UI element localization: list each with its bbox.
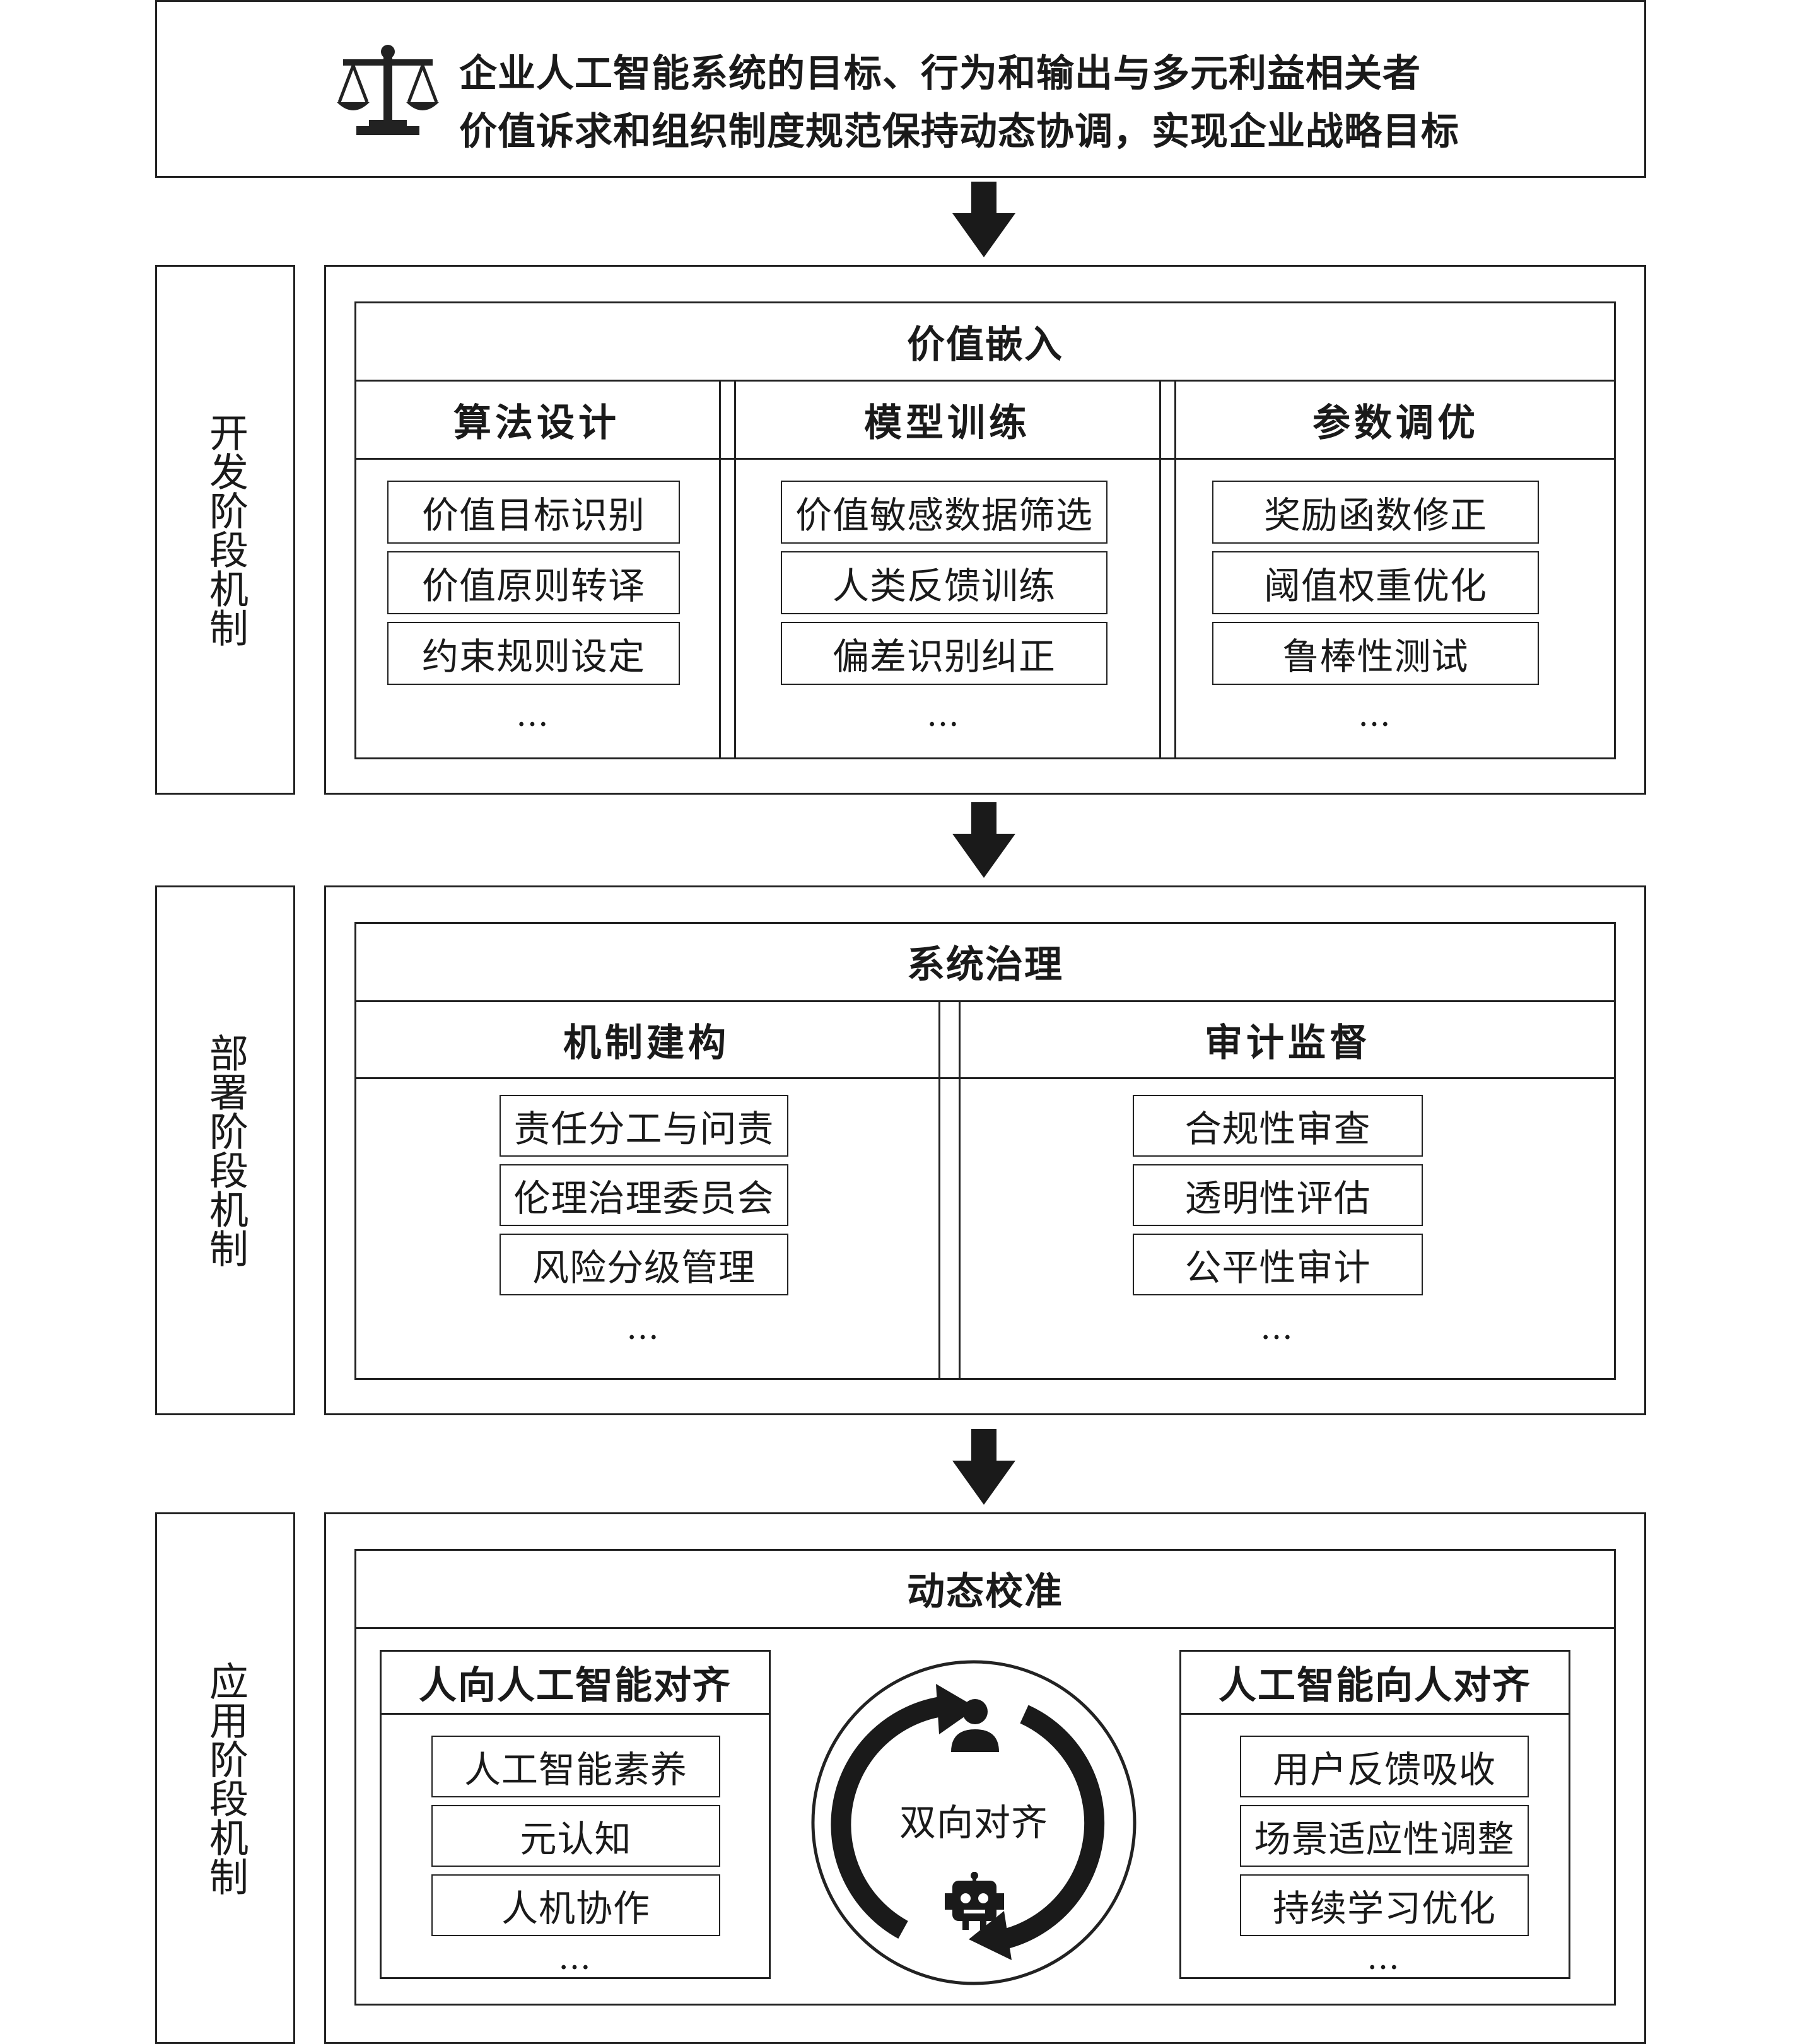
dev-col-3-item-2: 阈值权重优化 xyxy=(1212,551,1539,614)
deploy-col-title-2: 审计监督 xyxy=(1205,1020,1371,1065)
dev-col-title-3: 参数调优 xyxy=(1312,400,1479,445)
deploy-col-2-item-3: 公平性审计 xyxy=(1133,1234,1423,1295)
deploy-col-1-ellipsis: … xyxy=(626,1309,662,1347)
deploy-col-1-item-2: 伦理治理委员会 xyxy=(500,1164,788,1226)
deploy-col-1-item-1: 责任分工与问责 xyxy=(500,1095,788,1157)
dev-col-2-item-1: 价值敏感数据筛选 xyxy=(781,481,1107,544)
person-icon xyxy=(949,1698,1002,1753)
robot-icon xyxy=(944,1872,1005,1930)
arrow-down-icon xyxy=(952,802,1015,878)
app-left-item-2: 元认知 xyxy=(431,1805,720,1867)
goal-line-2: 价值诉求和组织制度规范保持动态协调，实现企业战略目标 xyxy=(459,110,1459,154)
app-right-ellipsis: … xyxy=(1367,1939,1402,1977)
app-left-item-3: 人机协作 xyxy=(431,1874,720,1936)
deploy-col-2-ellipsis: … xyxy=(1260,1309,1295,1347)
dev-title: 价值嵌入 xyxy=(907,322,1063,367)
dev-col-title-1: 算法设计 xyxy=(453,400,620,445)
app-left-ellipsis: … xyxy=(558,1939,593,1977)
app-left-item-1: 人工智能素养 xyxy=(431,1736,720,1797)
dev-col-2-item-3: 偏差识别纠正 xyxy=(781,622,1107,685)
scales-icon xyxy=(334,44,441,145)
deploy-col-2-item-1: 合规性审查 xyxy=(1133,1095,1423,1157)
app-right-item-1: 用户反馈吸收 xyxy=(1240,1736,1529,1797)
bidirectional-cycle-icon xyxy=(810,1659,1138,1987)
center-label: 双向对齐 xyxy=(899,1801,1048,1844)
app-right-title: 人工智能向人对齐 xyxy=(1219,1663,1531,1708)
dev-col-3-item-3: 鲁棒性测试 xyxy=(1212,622,1539,685)
app-left-title: 人向人工智能对齐 xyxy=(419,1663,732,1708)
dev-col-1-ellipsis: … xyxy=(516,696,551,734)
app-title: 动态校准 xyxy=(907,1569,1063,1614)
deploy-col-1-item-3: 风险分级管理 xyxy=(500,1234,788,1295)
dev-col-2-ellipsis: … xyxy=(926,696,962,734)
arrow-down-icon xyxy=(952,1429,1015,1505)
deploy-col-title-1: 机制建构 xyxy=(563,1020,730,1065)
stage-label-app: 应用阶段机制 xyxy=(155,1512,295,2044)
app-right-item-3: 持续学习优化 xyxy=(1240,1874,1529,1936)
goal-box xyxy=(155,0,1646,178)
dev-col-title-2: 模型训练 xyxy=(864,400,1031,445)
dev-col-1-item-1: 价值目标识别 xyxy=(387,481,680,544)
dev-col-2-item-2: 人类反馈训练 xyxy=(781,551,1107,614)
deploy-title: 系统治理 xyxy=(907,942,1063,987)
dev-col-1-item-2: 价值原则转译 xyxy=(387,551,680,614)
app-right-item-2: 场景适应性调整 xyxy=(1240,1805,1529,1867)
stage-label-deploy: 部署阶段机制 xyxy=(155,885,295,1415)
arrow-down-icon xyxy=(952,182,1015,257)
deploy-col-2-item-2: 透明性评估 xyxy=(1133,1164,1423,1226)
dev-col-3-item-1: 奖励函数修正 xyxy=(1212,481,1539,544)
dev-col-1-item-3: 约束规则设定 xyxy=(387,622,680,685)
stage-label-dev: 开发阶段机制 xyxy=(155,265,295,795)
goal-line-1: 企业人工智能系统的目标、行为和输出与多元利益相关者 xyxy=(459,52,1421,96)
dev-col-3-ellipsis: … xyxy=(1358,696,1393,734)
